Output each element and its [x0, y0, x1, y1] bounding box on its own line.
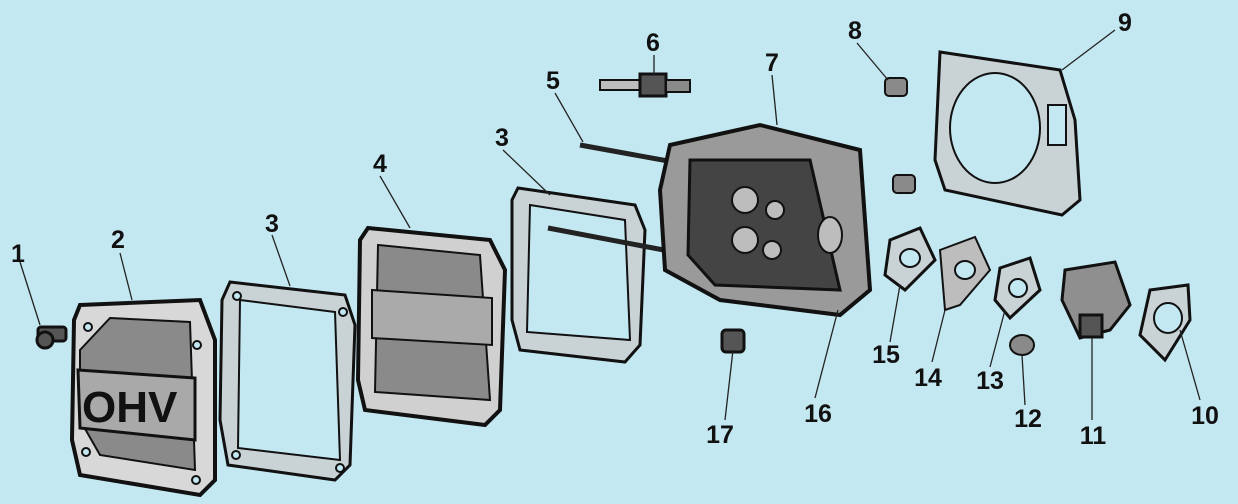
callout-15: 15: [872, 341, 900, 369]
part-12-fitting: [1009, 334, 1035, 356]
callout-12: 12: [1014, 405, 1042, 433]
part-dowel-pins: [884, 77, 916, 194]
callout-3a: 3: [265, 210, 279, 238]
callout-16: 16: [804, 400, 832, 428]
callout-7: 7: [765, 49, 779, 77]
part-valve-cover-ohv: OHV: [69, 297, 217, 498]
callout-13: 13: [976, 367, 1004, 395]
ohv-text: OHV: [82, 383, 178, 432]
callout-1: 1: [11, 240, 25, 268]
callout-6: 6: [646, 29, 660, 57]
part-bolt: [35, 325, 68, 350]
part-gasket-right: [510, 186, 647, 364]
callout-17: 17: [706, 421, 734, 449]
callout-10: 10: [1191, 402, 1219, 430]
part-spark-plug: [599, 72, 691, 98]
part-rocker-cover: [355, 225, 508, 428]
callout-11: 11: [1080, 422, 1107, 450]
callout-2: 2: [111, 226, 125, 254]
callout-14: 14: [914, 364, 942, 392]
part-head-gasket: [933, 50, 1082, 217]
part-air-cleaner-gasket: [1138, 283, 1192, 363]
callout-labels: 1 2 3 4 3 5 6 7 8 9 10 11 12 13 14 15 16…: [11, 9, 1219, 450]
part-insulator-gasket: [883, 226, 937, 292]
callout-9: 9: [1118, 9, 1132, 37]
callout-5: 5: [546, 67, 560, 95]
callout-4: 4: [373, 150, 387, 178]
part-carb-gasket: [993, 256, 1042, 321]
leader-lines: [19, 29, 1201, 421]
part-17-bolt: [720, 328, 746, 354]
callout-3b: 3: [495, 124, 509, 152]
part-carburetor: [1060, 260, 1132, 340]
callout-8: 8: [848, 17, 862, 45]
part-insulator: [938, 235, 992, 312]
part-gasket-left: [218, 280, 357, 482]
part-cylinder-head: [657, 122, 873, 318]
